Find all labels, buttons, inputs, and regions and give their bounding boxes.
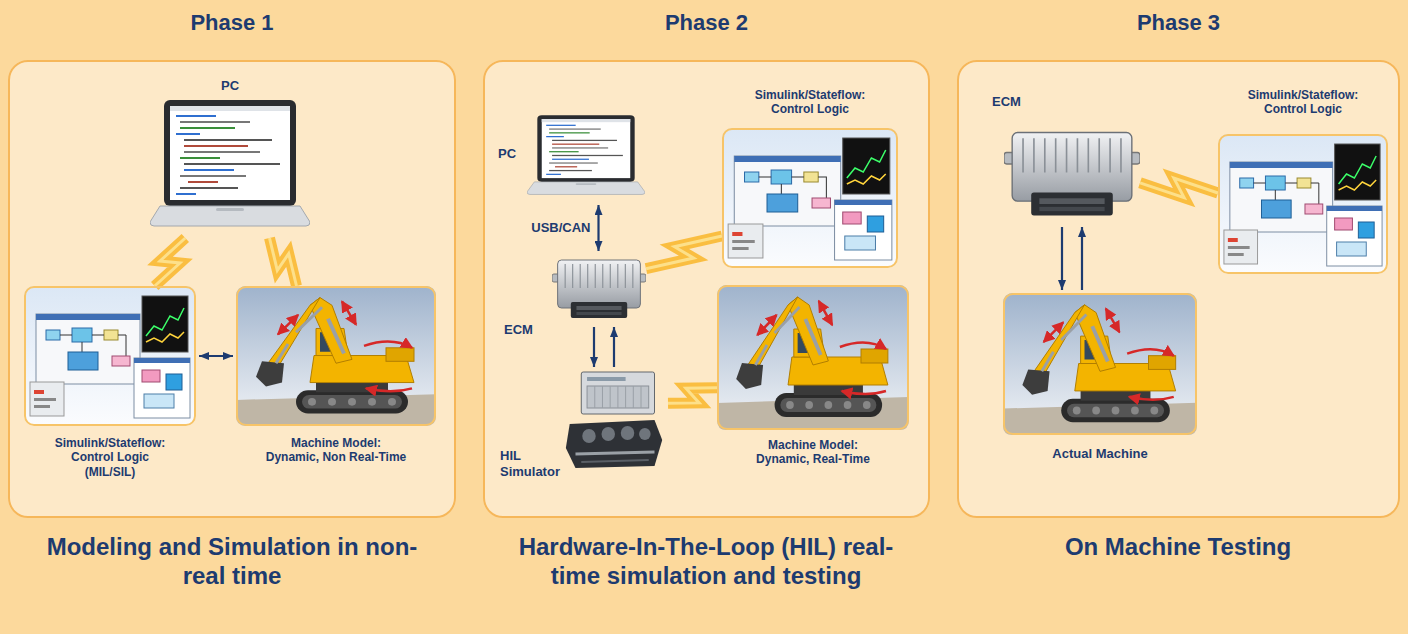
arrow-connector bbox=[1061, 227, 1063, 290]
phase-title: Phase 2 bbox=[483, 10, 930, 36]
node-label: PC bbox=[498, 146, 526, 162]
excavator-picture bbox=[717, 285, 909, 430]
simulink-screenshot bbox=[24, 286, 196, 426]
picture-box: Simulink/Stateflow: Control Logic bbox=[716, 84, 906, 272]
phase-panel: Phase 1 Modeling and Simulation in non-re… bbox=[8, 0, 456, 634]
lightning-body bbox=[668, 388, 717, 404]
node-label: Machine Model: Dynamic, Real-Time bbox=[748, 438, 878, 467]
lightning-core bbox=[668, 388, 717, 404]
picture-box: Simulink/Stateflow: Control Logic bbox=[1212, 84, 1394, 280]
node-label: Simulink/Stateflow: Control Logic bbox=[749, 88, 871, 117]
device-node: ECM bbox=[990, 88, 1146, 228]
node-label: Simulink/Stateflow: Control Logic (MIL/S… bbox=[49, 436, 171, 479]
phase-caption: Hardware-In-The-Loop (HIL) real-time sim… bbox=[496, 532, 916, 591]
lightning-connector bbox=[668, 388, 717, 404]
simulink-screenshot bbox=[722, 128, 898, 268]
device-node: HIL Simulator bbox=[498, 366, 670, 490]
node-outline bbox=[722, 128, 898, 268]
panel-fill bbox=[483, 60, 930, 518]
node-label: HIL Simulator bbox=[500, 448, 562, 479]
lightning-core bbox=[155, 238, 186, 286]
node-outline bbox=[236, 286, 436, 426]
arrow-connector bbox=[199, 355, 233, 357]
node-label: Actual Machine bbox=[1003, 446, 1197, 462]
arrow-connector bbox=[593, 327, 595, 367]
picture-box: Machine Model: Dynamic, Real-Time bbox=[712, 282, 914, 482]
node-label: ECM bbox=[504, 322, 548, 338]
lightning-body bbox=[646, 236, 722, 269]
laptop-picture bbox=[527, 115, 645, 194]
picture-box: Actual Machine bbox=[998, 290, 1202, 470]
node-outline bbox=[24, 286, 196, 426]
ecm-picture bbox=[552, 260, 646, 318]
node-outline bbox=[552, 254, 646, 324]
lightning-core bbox=[646, 236, 722, 269]
lightning-core bbox=[1140, 178, 1218, 197]
picture-box: Machine Model: Dynamic, Non Real-Time bbox=[228, 284, 444, 484]
node-label: ECM bbox=[992, 94, 1036, 110]
phase-caption: On Machine Testing bbox=[978, 532, 1378, 561]
arrow-connector bbox=[597, 205, 599, 251]
picture-box: Simulink/Stateflow: Control Logic (MIL/S… bbox=[16, 284, 204, 484]
node-label: PC bbox=[148, 78, 312, 94]
node-outline bbox=[527, 114, 645, 202]
ecm-picture bbox=[1004, 133, 1140, 216]
node-label: Simulink/Stateflow: Control Logic bbox=[1242, 88, 1364, 117]
lightning-core bbox=[270, 238, 297, 286]
phase-title: Phase 3 bbox=[957, 10, 1400, 36]
panel-fill bbox=[957, 60, 1400, 518]
node-outline bbox=[562, 370, 668, 470]
phase-caption: Modeling and Simulation in non-real time bbox=[42, 532, 422, 591]
arrow-connector bbox=[1081, 227, 1083, 290]
lightning-body bbox=[270, 238, 297, 286]
lightning-connector bbox=[270, 238, 297, 286]
node-outline bbox=[1004, 124, 1140, 224]
connector-label: USB/CAN bbox=[529, 220, 592, 236]
phase-panel: Phase 2 Hardware-In-The-Loop (HIL) real-t… bbox=[483, 0, 930, 634]
node-outline bbox=[1003, 293, 1197, 435]
device-node: PC bbox=[496, 110, 648, 206]
node-outline bbox=[150, 98, 310, 238]
arrow-connector bbox=[613, 327, 615, 367]
device-node: PC bbox=[146, 76, 314, 240]
lightning-body bbox=[1140, 178, 1218, 197]
node-outline bbox=[1218, 134, 1388, 274]
phase-panel: Phase 3 On Machine Testing ECM Simulink/Sta… bbox=[957, 0, 1400, 634]
simulink-screenshot bbox=[1218, 134, 1388, 274]
lightning-connector bbox=[1140, 178, 1218, 197]
excavator-picture bbox=[236, 286, 436, 426]
panel-outline bbox=[957, 60, 1400, 518]
phase-title: Phase 1 bbox=[8, 10, 456, 36]
lightning-connector bbox=[155, 238, 186, 286]
lightning-connector bbox=[646, 236, 722, 269]
panel-fill bbox=[8, 60, 456, 518]
node-label: Machine Model: Dynamic, Non Real-Time bbox=[264, 436, 408, 465]
lightning-body bbox=[155, 238, 186, 286]
device-node: ECM bbox=[498, 252, 648, 344]
node-outline bbox=[717, 285, 909, 430]
laptop-picture bbox=[150, 100, 310, 226]
excavator-picture bbox=[1003, 293, 1197, 435]
hil-simulator-picture bbox=[566, 372, 662, 468]
